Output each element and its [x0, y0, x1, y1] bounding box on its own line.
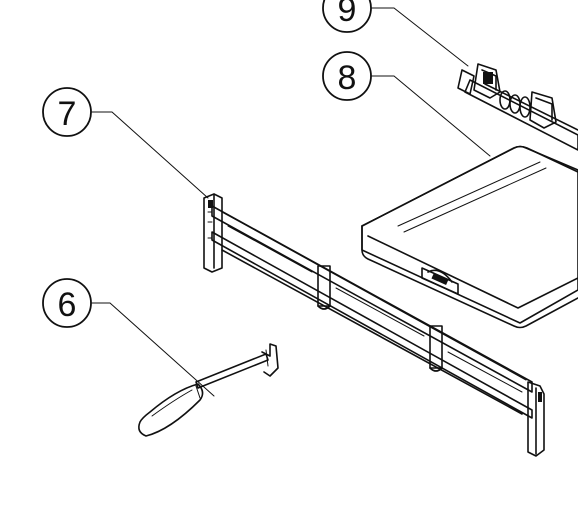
- callout-8-circle: [322, 51, 372, 101]
- callout-8-label: 8: [338, 59, 357, 97]
- callout-7: 7: [42, 87, 92, 137]
- callout-6-label: 6: [58, 286, 77, 324]
- part-7-frame: [203, 193, 545, 457]
- callout-8: 8: [322, 51, 372, 101]
- callout-7-circle: [42, 87, 92, 137]
- callout-6-circle: [42, 278, 92, 328]
- callout-6: 6: [42, 278, 92, 328]
- leader-lines: [91, 7, 491, 397]
- part-8-board: [361, 145, 578, 329]
- callout-7-label: 7: [58, 95, 77, 133]
- part-9-rod: [457, 63, 578, 151]
- callout-9-label: 9: [338, 0, 357, 29]
- part-6-tool: [138, 343, 279, 437]
- callout-9-circle: [322, 0, 372, 33]
- callout-9: 9: [322, 0, 372, 33]
